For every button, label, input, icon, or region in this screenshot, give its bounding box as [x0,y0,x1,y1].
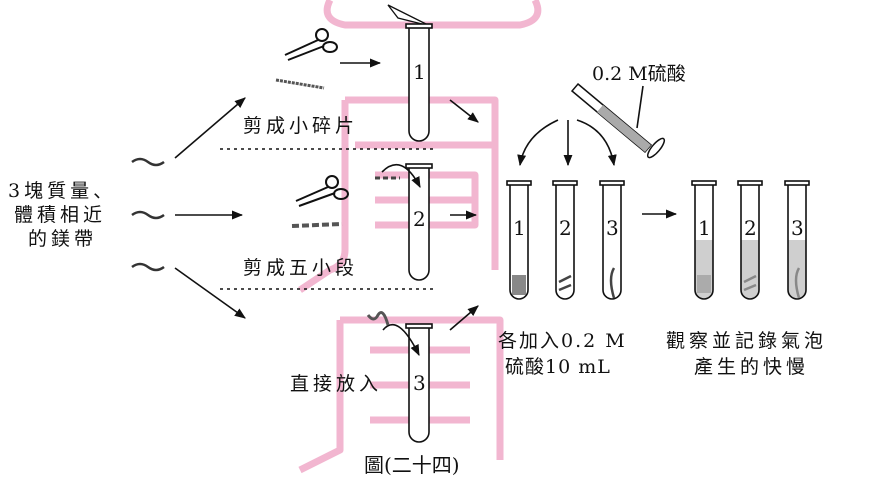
tube-number: 1 [698,216,711,240]
test-tube-3-with-ribbon: 3 [599,180,625,300]
arrow-acid-to-tube-3 [576,119,617,167]
arrow-acid-to-tube-1 [517,119,559,167]
arrow [449,99,479,123]
test-tube-2-with-segments: 2 [552,180,578,300]
tube-number: 2 [413,207,426,231]
acid-label: 0.2 M硫酸 [592,63,686,85]
observe-label-line1: 觀察並記錄氣泡 [666,330,827,352]
arrow-to-direct [174,267,246,319]
figure-caption: 圖(二十四) [364,453,460,477]
step-label-five-segments: 剪成五小段 [243,257,358,279]
graduated-cylinder-icon [570,82,666,159]
tube-number: 3 [413,371,426,395]
test-tube-3-observed: 3 [784,180,810,300]
magnesium-label-line1: 3塊質量、 [8,180,116,202]
tube-number: 3 [606,216,619,240]
magnesium-label-line3: 的鎂帶 [28,228,97,250]
tube-number: 3 [791,216,804,240]
arrow-to-pieces [174,97,246,159]
test-tube-2-observed: 2 [737,180,763,300]
acid-label-leader [636,85,644,129]
funnel-icon [387,4,431,27]
test-tube-1-prep: 1 [405,23,433,142]
test-tube-1-observed: 1 [691,180,717,300]
magnesium-pieces-icon [275,78,325,90]
scissors-icon [295,175,349,207]
tube-number: 1 [513,216,526,240]
step-label-small-pieces: 剪成小碎片 [243,115,358,137]
tube-number: 2 [559,216,572,240]
test-tube-1-with-pieces: 1 [506,180,532,300]
add-acid-label-line1: 各加入0.2 M [498,330,627,352]
test-tube-2-prep: 2 [375,163,433,281]
tube-number: 2 [744,216,757,240]
observe-label-line2: 產生的快慢 [694,356,809,378]
add-acid-label-line2: 硫酸10 mL [505,356,611,378]
scissors-icon [284,28,338,61]
magnesium-label-line2: 體積相近 [14,204,106,226]
arrow [449,305,479,331]
magnesium-ribbon-icons [131,157,165,272]
magnesium-segments-icon [291,222,343,228]
test-tube-3-prep: 3 [366,311,433,443]
tube-number: 1 [413,60,426,84]
step-label-direct: 直接放入 [290,373,382,395]
